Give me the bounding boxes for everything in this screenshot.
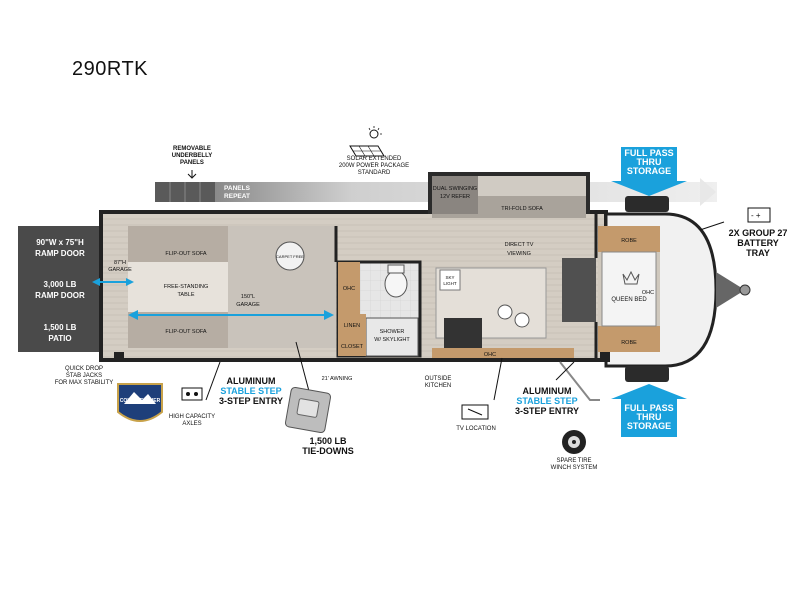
robe-top xyxy=(598,226,660,252)
arrow-down-icon xyxy=(187,170,197,179)
stove-icon xyxy=(444,318,482,348)
storage-arrow-top-icon xyxy=(611,147,687,196)
tv-location-label: TV LOCATION xyxy=(456,426,496,432)
removable-underbelly-label: REMOVABLE UNDERBELLY PANELS xyxy=(171,146,213,166)
sky-light-line1: SKY xyxy=(445,275,454,280)
direct-tv-line2: VIEWING xyxy=(507,251,531,257)
garage-height-line1: 87"H xyxy=(114,260,126,266)
tie-downs-label: 1,500 LB TIE-DOWNS xyxy=(302,436,354,456)
closet-label: CLOSET xyxy=(341,344,364,350)
flip-out-sofa-bottom xyxy=(128,312,228,348)
tie-down-icon xyxy=(284,386,332,434)
free-standing-table-line2: TABLE xyxy=(177,292,194,298)
sky-light xyxy=(439,269,461,291)
free-standing-table-line1: FREE-STANDING xyxy=(164,284,209,290)
direct-tv-line1: DIRECT TV xyxy=(505,242,534,248)
tri-fold-sofa-label: TRI-FOLD SOFA xyxy=(501,206,543,212)
leader-lines xyxy=(205,221,725,401)
refer-line1: DUAL SWINGING xyxy=(433,186,477,192)
solar-label: SOLAR EXTENDED 200W POWER PACKAGE STANDA… xyxy=(338,156,410,176)
svg-text:- +: - + xyxy=(751,211,761,220)
garage-length-line1: 150"L xyxy=(241,294,255,300)
ramp-door xyxy=(18,226,103,352)
quick-drop-label: QUICK DROP STAB JACKS FOR MAX STABILITY xyxy=(54,366,114,386)
ramp-door-size-line2: RAMP DOOR xyxy=(35,249,85,258)
flip-out-sofa-top xyxy=(128,226,228,262)
queen-bed xyxy=(601,251,657,327)
linen-label: LINEN xyxy=(344,323,360,329)
ohc-bed-label: OHC xyxy=(642,290,654,296)
ramp-door-size-line1: 90"W x 75"H xyxy=(36,238,84,247)
ramp-door-capacity-line1: 3,000 LB xyxy=(44,280,77,289)
toilet-icon xyxy=(384,270,408,298)
tv-icon xyxy=(461,404,489,420)
bedroom-slide-shadow xyxy=(562,258,596,322)
battery-icon: - + xyxy=(747,207,771,223)
patio-line1: 1,500 LB xyxy=(44,323,77,332)
garage-length-arrow xyxy=(128,310,334,320)
robe-bottom xyxy=(598,326,660,352)
aluminum-step-left-label: ALUMINUM STABLE STEP 3-STEP ENTRY xyxy=(218,376,283,406)
garage-length-line2: GARAGE xyxy=(236,302,260,308)
shower-line2: W/ SKYLIGHT xyxy=(374,337,410,343)
shower-line1: SHOWER xyxy=(380,329,405,335)
panels-repeat-line1: PANELS xyxy=(224,185,251,192)
linen-cabinet xyxy=(338,314,366,334)
queen-bed-label: QUEEN BED xyxy=(611,297,647,303)
full-pass-bottom-label: FULL PASS THRU STORAGE xyxy=(624,403,674,431)
ohc-cabinet-bottom xyxy=(432,348,574,358)
carpet-free-label: CARPET FREE xyxy=(276,254,304,259)
garage-height-line2: GARAGE xyxy=(108,267,132,273)
full-pass-top-label: FULL PASS THRU STORAGE xyxy=(624,148,674,176)
storage-arrow-bottom-icon xyxy=(611,384,687,437)
robe-bottom-label: ROBE xyxy=(621,340,637,346)
free-standing-table xyxy=(128,262,228,312)
panels-repeat-line2: REPEAT xyxy=(224,193,250,200)
flip-out-sofa-top-label: FLIP-OUT SOFA xyxy=(165,251,206,257)
garage-height-arrow xyxy=(92,278,134,286)
crown-icon xyxy=(622,270,640,285)
cold-weather-badge-icon xyxy=(117,383,163,422)
awning-label: 21' AWNING xyxy=(322,376,353,382)
axle-icon xyxy=(181,387,203,401)
high-capacity-axles-label: HIGH CAPACITY AXLES xyxy=(168,414,216,427)
model-title: 290RTK xyxy=(72,58,149,80)
step-rails xyxy=(559,361,600,401)
ramp-door-capacity-line2: RAMP DOOR xyxy=(35,291,85,300)
spare-tire-label: SPARE TIRE WINCH SYSTEM xyxy=(550,458,598,471)
battery-label: 2X GROUP 27 BATTERY TRAY xyxy=(728,228,788,258)
flip-out-sofa-bottom-label: FLIP-OUT SOFA xyxy=(165,329,206,335)
solar-panel-icon xyxy=(349,126,385,157)
refer-line2: 12V REFER xyxy=(440,194,470,200)
ohc-left-label: OHC xyxy=(343,286,355,292)
aluminum-step-right-label: ALUMINUM STABLE STEP 3-STEP ENTRY xyxy=(514,386,579,416)
closet-cabinet xyxy=(338,334,366,356)
ohc-bottom-label: OHC xyxy=(484,352,496,358)
robe-top-label: ROBE xyxy=(621,238,637,244)
spare-tire-icon xyxy=(562,430,586,454)
outside-kitchen-label: OUTSIDE KITCHEN xyxy=(424,376,452,389)
refrigerator xyxy=(432,176,478,214)
cold-weather-label: COLD WEATHER xyxy=(119,398,161,404)
carpet-free-icon xyxy=(275,241,305,271)
sky-light-line2: LIGHT xyxy=(443,281,457,286)
patio-line2: PATIO xyxy=(48,334,71,343)
ohc-cabinet-left xyxy=(338,262,360,314)
